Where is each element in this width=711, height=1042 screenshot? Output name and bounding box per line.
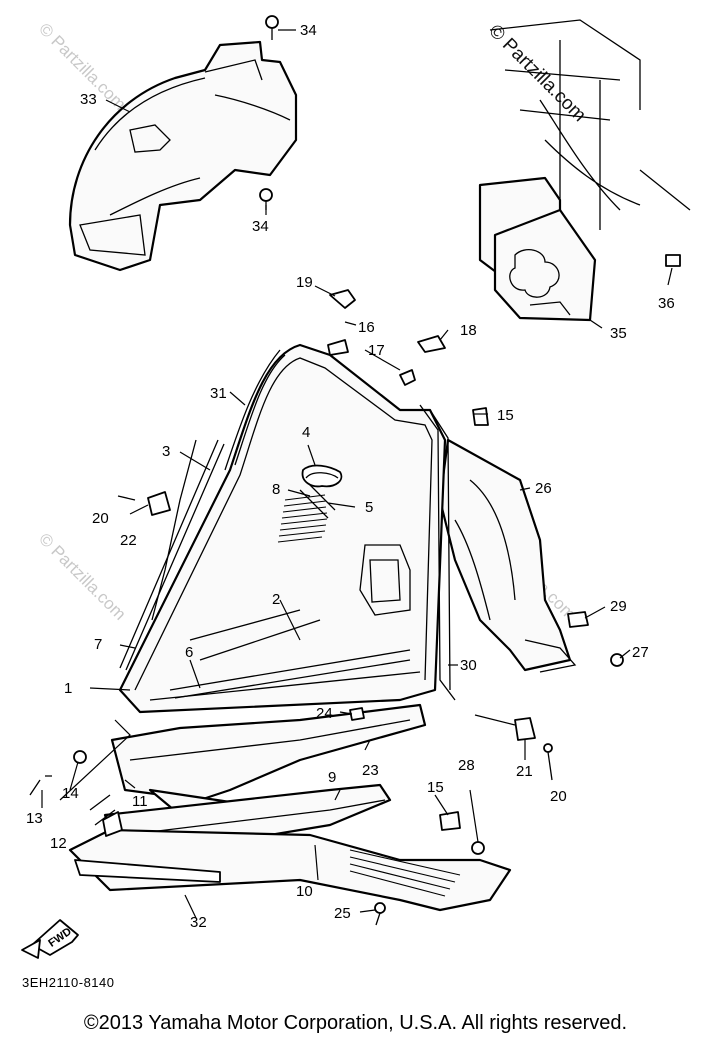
callout-36: 36: [658, 295, 675, 312]
callout-6: 6: [185, 644, 193, 661]
watermark-mid-left: © Partzilla.com: [35, 529, 129, 623]
callout-25: 25: [334, 905, 351, 922]
callout-20b: 20: [550, 788, 567, 805]
fwd-arrow-icon: FWD: [21, 919, 79, 959]
callout-22: 22: [120, 532, 137, 549]
callout-32: 32: [190, 914, 207, 931]
callout-33: 33: [80, 91, 97, 108]
callout-1: 1: [64, 680, 72, 697]
part-leg-shield: [118, 343, 456, 714]
part-lower-panels: [68, 703, 512, 912]
callout-7: 7: [94, 636, 102, 653]
callout-31: 31: [210, 385, 227, 402]
callout-12: 12: [50, 835, 67, 852]
part-frame-bracket: [478, 19, 691, 322]
fasteners: [29, 15, 681, 926]
callout-13: 13: [26, 810, 43, 827]
callout-3: 3: [162, 443, 170, 460]
callout-11: 11: [132, 793, 148, 810]
callout-15a: 15: [497, 407, 514, 424]
part-inner-fender: [438, 438, 577, 673]
callout-15b: 15: [427, 779, 444, 796]
callout-27: 27: [632, 644, 649, 661]
callout-19: 19: [296, 274, 313, 291]
callout-numbers: 34 33 34 19 16 17 18 31 15 3 4 8 5 26 20…: [26, 22, 675, 931]
callout-23: 23: [362, 762, 379, 779]
callout-5: 5: [365, 499, 373, 516]
copyright-notice: ©2013 Yamaha Motor Corporation, U.S.A. A…: [83, 1012, 628, 1034]
callout-35: 35: [610, 325, 627, 342]
callout-20a: 20: [92, 510, 109, 527]
callout-16: 16: [358, 319, 375, 336]
callout-9: 9: [328, 769, 336, 786]
part-trim-strips: [119, 439, 225, 671]
callout-29: 29: [610, 598, 627, 615]
callout-14: 14: [62, 785, 79, 802]
part-rear-fender: [68, 40, 298, 272]
callout-4: 4: [302, 424, 310, 441]
callout-34b: 34: [252, 218, 269, 235]
callout-24: 24: [316, 705, 333, 722]
callout-17: 17: [368, 342, 385, 359]
callout-26: 26: [535, 480, 552, 497]
leader-lines: [41, 29, 673, 919]
callout-30: 30: [460, 657, 477, 674]
callout-34a: 34: [300, 22, 317, 39]
callout-18: 18: [460, 322, 477, 339]
callout-28: 28: [458, 757, 475, 774]
diagram-code: 3EH2110-8140: [22, 975, 115, 990]
callout-21: 21: [516, 763, 533, 780]
decal-hatch: [277, 464, 343, 543]
callout-10: 10: [296, 883, 313, 900]
callout-8: 8: [272, 481, 280, 498]
callout-2: 2: [272, 591, 280, 608]
